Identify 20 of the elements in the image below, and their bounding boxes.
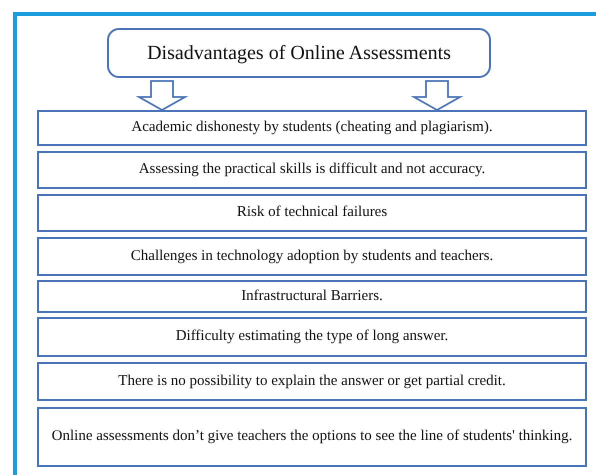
title-text: Disadvantages of Online Assessments	[147, 40, 451, 66]
point-text: Infrastructural Barriers.	[241, 286, 383, 306]
block-arrow	[410, 80, 464, 112]
point-box	[37, 280, 587, 313]
point-box	[37, 151, 587, 189]
point-text: Assessing the practical skills is difficult and not accuracy.	[138, 160, 486, 180]
point-text: There is no possibility to explain the answer or get partial credit.	[118, 372, 506, 391]
title-box	[107, 28, 491, 78]
point-text: Academic dishonesty by students (cheating and plagiarism).	[131, 118, 493, 138]
point-box	[37, 110, 587, 146]
point-box	[37, 194, 587, 232]
point-box	[37, 362, 587, 401]
point-text: Online assessments don’t give teachers the options to see the line of students' thinking.	[52, 427, 572, 446]
point-text: Challenges in technology adoption by students and teachers.	[130, 246, 494, 266]
point-box	[37, 237, 587, 276]
point-box	[37, 317, 587, 357]
point-box	[37, 407, 587, 467]
point-text: Risk of technical failures	[236, 203, 388, 222]
point-text: Difficulty estimating the type of long answer.	[176, 327, 448, 346]
block-arrow	[136, 80, 188, 112]
